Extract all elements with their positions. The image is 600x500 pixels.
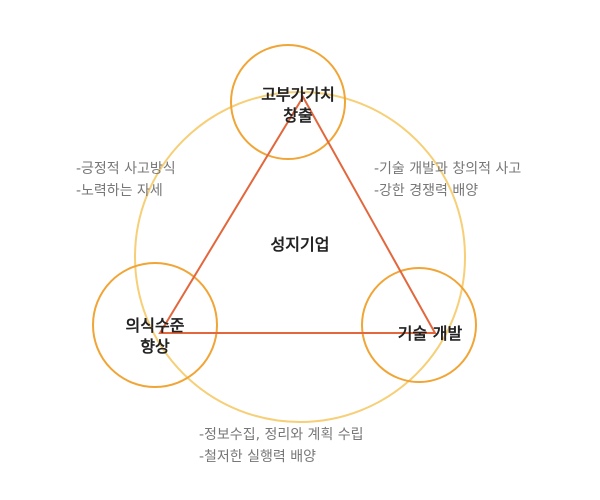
note-bottom-line1: -정보수집, 정리와 계획 수립 (199, 427, 364, 443)
node-left-line2: 향상 (140, 337, 170, 356)
note-bottom-line2: -철저한 실행력 배양 (199, 449, 316, 465)
node-top-line2: 창출 (283, 106, 313, 125)
note-right-line2: -강한 경쟁력 배양 (374, 183, 479, 199)
node-top-label: 고부가가치 창출 (248, 84, 348, 126)
node-left-line1: 의식수준 (125, 316, 185, 335)
note-left-line2: -노력하는 자세 (76, 183, 163, 199)
center-label-text: 성지기업 (270, 235, 330, 254)
outer-circle (134, 91, 466, 423)
node-top-line1: 고부가가치 (261, 85, 335, 104)
note-bottom: -정보수집, 정리와 계획 수립 -철저한 실행력 배양 (199, 424, 364, 468)
left-circle (92, 262, 218, 388)
note-left-line1: -긍정적 사고방식 (76, 161, 176, 177)
triangle (158, 95, 437, 334)
top-circle (230, 44, 346, 160)
right-circle (361, 267, 477, 383)
node-right-label: 기술 개발 (380, 323, 480, 344)
center-label: 성지기업 (260, 234, 340, 255)
note-left: -긍정적 사고방식 -노력하는 자세 (76, 158, 176, 202)
node-left-label: 의식수준 향상 (110, 315, 200, 357)
node-right-line1: 기술 개발 (397, 324, 463, 343)
note-right-line1: -기술 개발과 창의적 사고 (374, 161, 522, 177)
note-right: -기술 개발과 창의적 사고 -강한 경쟁력 배양 (374, 158, 521, 202)
